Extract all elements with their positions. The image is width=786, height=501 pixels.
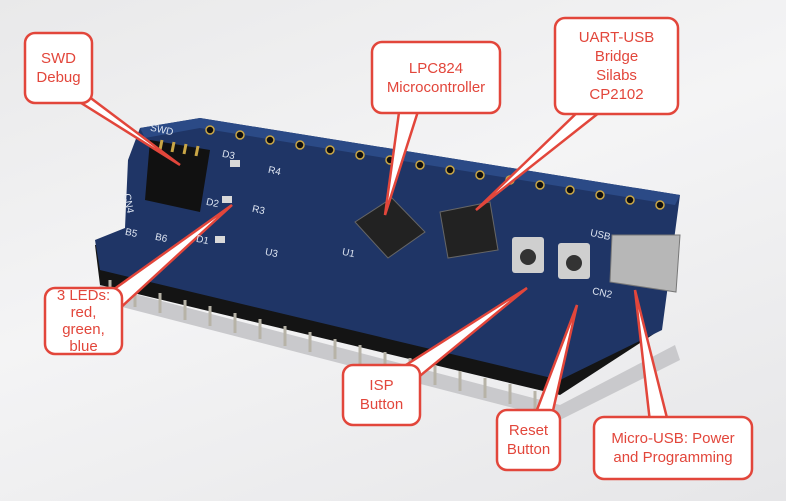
isp-button-cap bbox=[520, 249, 536, 265]
led-green bbox=[222, 196, 232, 203]
reset-callout bbox=[495, 408, 562, 472]
usb-callout-text: Micro-USB: Power and Programming bbox=[594, 417, 752, 479]
callout-line: and Programming bbox=[613, 449, 733, 466]
callout-line: 3 LEDs: bbox=[56, 287, 111, 304]
leds-callout-text: 3 LEDs: red, green, blue bbox=[45, 287, 122, 355]
pcb-edge bbox=[140, 118, 680, 205]
usb-callout bbox=[592, 415, 754, 481]
cp2102-chip bbox=[439, 201, 499, 259]
silk-d1: D1 bbox=[194, 233, 210, 248]
silk-r4: R4 bbox=[266, 164, 282, 179]
uart-callout bbox=[553, 16, 680, 116]
reset-callout-text: Reset Button bbox=[497, 410, 560, 470]
silk-u1: U1 bbox=[340, 246, 356, 261]
lpc-callout-text: LPC824 Microcontroller bbox=[372, 42, 500, 113]
callout-line: Reset bbox=[508, 422, 549, 439]
leds-callout bbox=[43, 286, 124, 356]
callout-line: CP2102 bbox=[589, 86, 644, 103]
silk-d3: D3 bbox=[220, 148, 236, 163]
callout-line: Button bbox=[506, 441, 551, 458]
lpc824-chip bbox=[354, 197, 426, 259]
isp-callout-text: ISP Button bbox=[343, 365, 420, 425]
callout-line: red, bbox=[70, 304, 97, 321]
callout-line: Silabs bbox=[596, 67, 637, 84]
callout-line: ISP bbox=[369, 377, 394, 394]
callout-line: Bridge bbox=[594, 48, 639, 65]
swd-header bbox=[145, 139, 210, 212]
swd-callout-text: SWD Debug bbox=[25, 33, 92, 103]
callout-line: Microcontroller bbox=[386, 78, 486, 96]
silk-b5: B5 bbox=[123, 226, 139, 241]
callout-shapes bbox=[23, 16, 754, 481]
callout-line: Button bbox=[359, 396, 404, 413]
usb-connector bbox=[609, 234, 681, 293]
reset-button-cap bbox=[566, 255, 582, 271]
led-red bbox=[230, 160, 240, 167]
silk-r3: R3 bbox=[250, 203, 266, 218]
led-blue bbox=[215, 236, 225, 243]
uart-callout-text: UART-USB Bridge Silabs CP2102 bbox=[555, 18, 678, 114]
silk-u3: U3 bbox=[263, 246, 279, 261]
callout-line: Debug bbox=[36, 69, 81, 86]
callout-line: LPC824 bbox=[408, 59, 464, 77]
swd-callout bbox=[23, 31, 94, 105]
callout-line: SWD bbox=[41, 50, 76, 67]
lpc-callout bbox=[370, 40, 502, 115]
isp-callout bbox=[341, 363, 422, 427]
callout-line: Micro-USB: Power bbox=[611, 430, 735, 447]
silk-d2: D2 bbox=[204, 196, 220, 211]
callout-line: green, bbox=[62, 321, 105, 338]
silk-b6: B6 bbox=[153, 231, 169, 246]
callout-line: UART-USB bbox=[578, 29, 655, 46]
callout-line: blue bbox=[69, 338, 98, 355]
